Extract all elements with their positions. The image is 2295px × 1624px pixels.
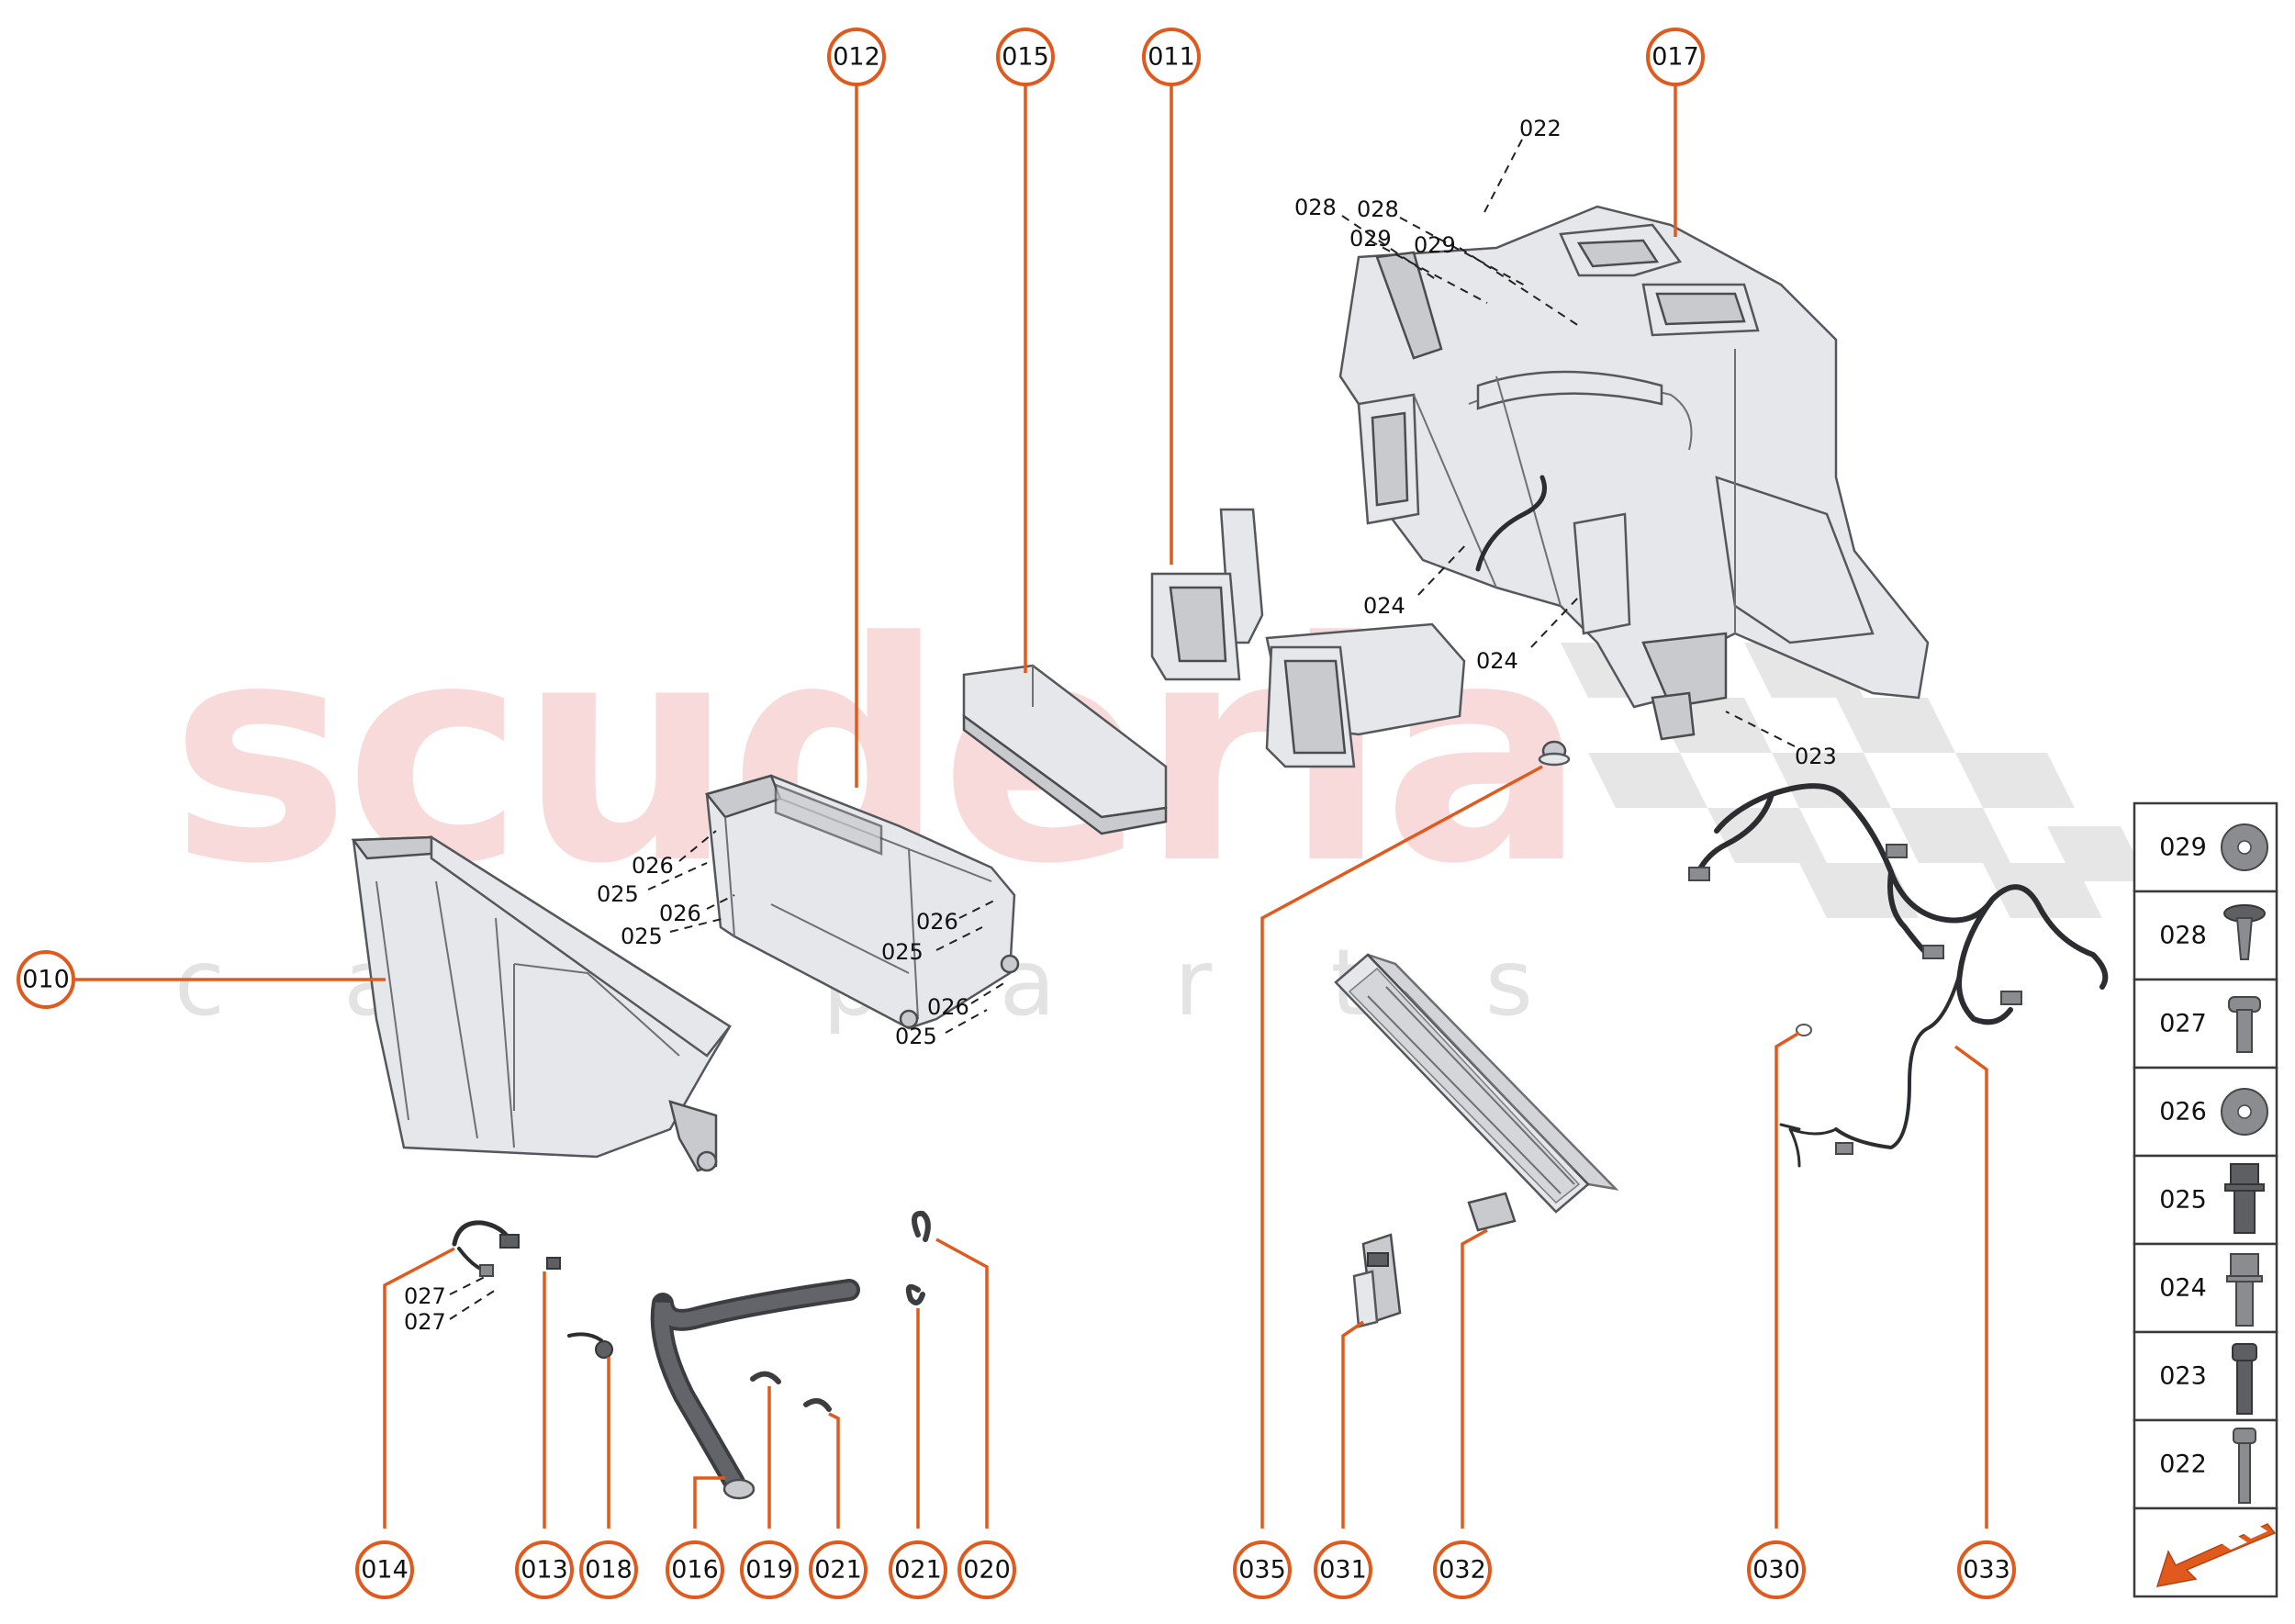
- sublabel-023: 023: [1795, 744, 1837, 769]
- svg-text:032: 032: [1439, 1556, 1486, 1585]
- push-pin-icon: [2223, 904, 2266, 960]
- callout-leaders: [73, 83, 1988, 1529]
- part-014-small-harness: [452, 1220, 520, 1277]
- part-033-wiring-harness: [1688, 783, 2109, 1168]
- sublabel-029-b: 029: [1414, 232, 1456, 258]
- callout-014[interactable]: 014: [355, 1540, 414, 1599]
- legend-024: 024: [2159, 1274, 2207, 1303]
- svg-text:031: 031: [1319, 1556, 1367, 1585]
- callout-019[interactable]: 019: [740, 1540, 799, 1599]
- svg-text:015: 015: [1002, 43, 1049, 72]
- legend-029: 029: [2159, 834, 2207, 862]
- part-032-evaporator: [1334, 953, 1619, 1232]
- part-019-hose-clip: [750, 1371, 781, 1384]
- sublabel-026-a: 026: [632, 853, 674, 879]
- svg-text:033: 033: [1963, 1556, 2010, 1585]
- sublabel-024-a: 024: [1363, 593, 1405, 619]
- direction-arrow-icon: [2155, 1523, 2277, 1587]
- long-screw-icon: [2233, 1428, 2256, 1504]
- hardware-legend: 029 028 027 026 025 024 023 022: [2133, 801, 2278, 1598]
- part-015-cabin-filter: [962, 664, 1168, 835]
- svg-text:018: 018: [585, 1556, 633, 1585]
- callout-018[interactable]: 018: [579, 1540, 638, 1599]
- washer-icon: [2221, 1088, 2268, 1136]
- sublabel-026-b: 026: [659, 901, 701, 926]
- svg-text:035: 035: [1238, 1556, 1286, 1585]
- legend-027: 027: [2159, 1010, 2207, 1038]
- svg-text:020: 020: [963, 1556, 1011, 1585]
- sublabel-025-c: 025: [881, 939, 924, 965]
- part-018-valve: [567, 1332, 613, 1359]
- sublabel-025-d: 025: [895, 1024, 937, 1049]
- svg-text:011: 011: [1148, 43, 1195, 72]
- callout-016[interactable]: 016: [666, 1540, 724, 1599]
- sublabel-025-a: 025: [597, 881, 639, 907]
- part-021-hose-clip-a: [803, 1398, 832, 1412]
- sublabel-027-a: 027: [404, 1283, 446, 1309]
- callout-020[interactable]: 020: [957, 1540, 1016, 1599]
- svg-text:012: 012: [833, 43, 880, 72]
- callout-033[interactable]: 033: [1957, 1540, 2016, 1599]
- sublabel-024-b: 024: [1476, 648, 1518, 674]
- legend-023: 023: [2159, 1362, 2207, 1391]
- legend-026: 026: [2159, 1098, 2207, 1126]
- sublabel-022: 022: [1519, 116, 1562, 141]
- legend-022: 022: [2159, 1450, 2207, 1479]
- part-021-hose-clip-b: [905, 1283, 925, 1305]
- svg-text:017: 017: [1651, 43, 1699, 72]
- part-010-air-duct: [351, 834, 732, 1172]
- sublabel-026-d: 026: [927, 994, 969, 1020]
- svg-text:021: 021: [814, 1556, 862, 1585]
- callout-021-b[interactable]: 021: [889, 1540, 947, 1599]
- sublabels: 022 023 024 024 025 025 025 025 026 026 …: [404, 116, 1837, 1335]
- sublabel-028-a: 028: [1294, 195, 1337, 220]
- part-020-hose-clip: [912, 1210, 931, 1242]
- svg-text:021: 021: [894, 1556, 942, 1585]
- callout-030[interactable]: 030: [1747, 1540, 1806, 1599]
- callout-032[interactable]: 032: [1433, 1540, 1492, 1599]
- svg-text:010: 010: [22, 966, 70, 994]
- callout-011[interactable]: 011: [1142, 28, 1201, 86]
- sublabel-029-a: 029: [1349, 226, 1392, 252]
- svg-text:019: 019: [745, 1556, 793, 1585]
- part-035-grommet: [1538, 740, 1571, 767]
- part-030-o-ring: [1796, 1024, 1812, 1036]
- part-031-sensor: [1352, 1233, 1402, 1328]
- callout-031[interactable]: 031: [1314, 1540, 1372, 1599]
- sublabel-025-b: 025: [621, 924, 663, 949]
- callout-010[interactable]: 010: [17, 950, 75, 1009]
- sublabel-leaders: [449, 139, 1796, 1320]
- legend-028: 028: [2159, 922, 2207, 950]
- sublabel-027-b: 027: [404, 1309, 446, 1335]
- part-012-blower-housing: [704, 774, 1020, 1030]
- callout-017[interactable]: 017: [1646, 28, 1705, 86]
- svg-text:030: 030: [1752, 1556, 1800, 1585]
- part-016-drain-hose: [650, 1279, 860, 1500]
- washer-icon: [2221, 823, 2268, 871]
- hex-bolt-icon: [2226, 1253, 2263, 1327]
- callout-015[interactable]: 015: [996, 28, 1055, 86]
- sublabel-026-c: 026: [916, 909, 958, 935]
- callout-012[interactable]: 012: [827, 28, 886, 86]
- part-013-clip: [546, 1257, 561, 1270]
- callout-035[interactable]: 035: [1233, 1540, 1292, 1599]
- flange-bolt-icon: [2224, 1163, 2265, 1234]
- callout-021-a[interactable]: 021: [809, 1540, 868, 1599]
- svg-text:014: 014: [361, 1556, 409, 1585]
- part-017-hvac-unit: [1338, 205, 1930, 741]
- svg-text:016: 016: [671, 1556, 719, 1585]
- callout-013[interactable]: 013: [515, 1540, 574, 1599]
- part-011-duct-adapter: [1150, 508, 1466, 768]
- sublabel-028-b: 028: [1357, 196, 1399, 222]
- bolt-icon: [2232, 1343, 2257, 1415]
- legend-025: 025: [2159, 1186, 2207, 1215]
- svg-text:013: 013: [521, 1556, 568, 1585]
- pan-head-screw-icon: [2228, 996, 2261, 1053]
